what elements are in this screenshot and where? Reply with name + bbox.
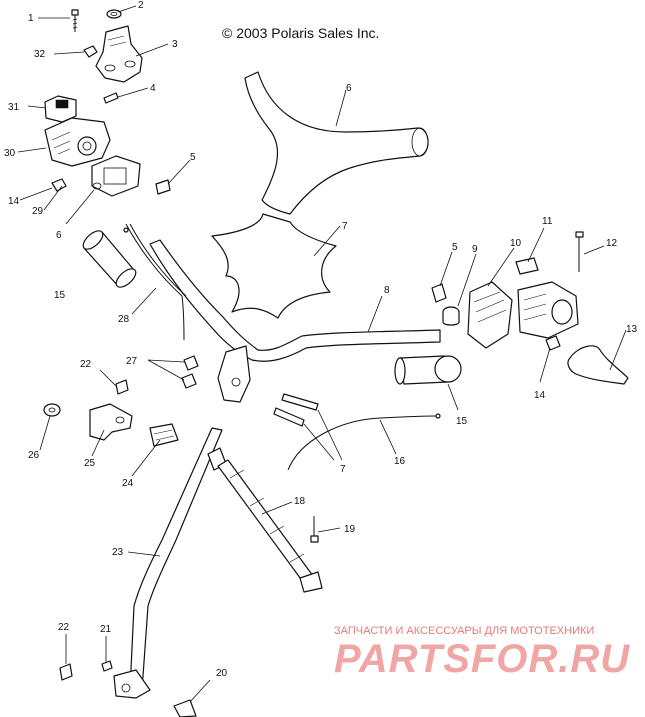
watermark-brand: PARTSFOR.RU: [334, 637, 630, 681]
part-22-nut-upper: [115, 379, 129, 395]
part-5-screw-left: [155, 179, 171, 195]
part-22-nut-lower: [59, 663, 73, 681]
callout-26: 26: [28, 450, 40, 461]
part-23-steering-post: [113, 427, 227, 699]
part-13-lever-cover: [567, 345, 629, 385]
part-16-cable: [287, 413, 441, 471]
leader-lines: [17, 5, 627, 703]
part-25-bracket: [89, 403, 133, 441]
part-14-nut-left: [51, 178, 67, 192]
callout-29: 29: [32, 206, 44, 217]
part-1-bolt: [71, 9, 79, 32]
part-switch-housing: [517, 281, 579, 339]
callout-20: 20: [216, 668, 228, 679]
callout-32: 32: [34, 49, 46, 60]
callout-5-right: 5: [452, 242, 458, 253]
part-6-handlebar-pad: [244, 71, 429, 215]
callout-24: 24: [122, 478, 134, 489]
part-5-screw-right: [431, 283, 447, 303]
copyright-text: © 2003 Polaris Sales Inc.: [222, 25, 379, 41]
callout-11: 11: [542, 216, 553, 227]
callout-7-gasket: 7: [342, 221, 348, 232]
part-29-plate: [91, 155, 141, 197]
part-2-nut: [106, 9, 122, 19]
part-26-clip: [43, 403, 61, 417]
part-18-brace: [217, 459, 323, 593]
callout-3: 3: [172, 39, 178, 50]
part-7-star-gasket: [211, 213, 337, 319]
callout-8: 8: [384, 285, 390, 296]
part-14-nut-right: [545, 335, 561, 351]
part-21-nut: [101, 660, 113, 672]
callout-7-pins: 7: [340, 464, 346, 475]
callout-31: 31: [8, 102, 20, 113]
part-15-grip-left: [82, 230, 137, 288]
part-10-switch-plate: [467, 281, 513, 349]
callout-14-left: 14: [8, 196, 20, 207]
callout-21: 21: [100, 624, 112, 635]
callout-6-pad: 6: [346, 83, 352, 94]
part-9-spacer: [442, 306, 460, 326]
callout-4: 4: [150, 83, 156, 94]
part-31-cap: [44, 95, 77, 123]
callout-13: 13: [626, 324, 638, 335]
callout-18: 18: [294, 496, 306, 507]
part-15-grip-right: [394, 355, 462, 385]
part-19-bolt: [310, 516, 319, 543]
callout-6: 6: [56, 230, 62, 241]
part-30-throttle-housing: [44, 117, 111, 167]
part-20-bolt: [173, 699, 197, 717]
callout-14-right: 14: [534, 390, 546, 401]
part-4-screw: [103, 92, 119, 104]
callout-16: 16: [394, 456, 406, 467]
callout-2: 2: [138, 0, 144, 11]
part-3-clamp-bracket: [95, 25, 143, 83]
callout-15-right: 15: [456, 416, 468, 427]
callout-labels: 1 2 32 3 4 31 30 5 14 29 6 6 7 15 28 8 5…: [4, 0, 638, 679]
callout-10: 10: [510, 238, 522, 249]
callout-28: 28: [118, 314, 130, 325]
part-28-cable: [123, 223, 187, 341]
callout-23: 23: [112, 547, 124, 558]
callout-30: 30: [4, 148, 16, 159]
part-32-washer: [83, 45, 98, 58]
part-8-handlebar: [149, 239, 441, 403]
callout-25: 25: [84, 458, 96, 469]
watermark: ЗАПЧАСТИ И АКСЕССУАРЫ ДЛЯ МОТОТЕХНИКИ PA…: [334, 625, 630, 681]
callout-9: 9: [472, 244, 478, 255]
part-17-pins: [273, 393, 319, 427]
callout-22-upper: 22: [80, 359, 92, 370]
callout-12: 12: [606, 238, 618, 249]
part-12-bolt: [575, 231, 584, 272]
callout-15-left: 15: [54, 290, 66, 301]
part-11-switch-button: [515, 257, 539, 275]
callout-5-left: 5: [190, 152, 196, 163]
part-24-clip: [149, 423, 179, 447]
callout-1: 1: [28, 13, 34, 24]
callout-22-lower: 22: [58, 622, 70, 633]
part-27-nuts: [181, 355, 199, 389]
callout-27: 27: [126, 356, 138, 367]
watermark-subtitle: ЗАПЧАСТИ И АКСЕССУАРЫ ДЛЯ МОТОТЕХНИКИ: [334, 625, 594, 637]
callout-19: 19: [344, 524, 356, 535]
